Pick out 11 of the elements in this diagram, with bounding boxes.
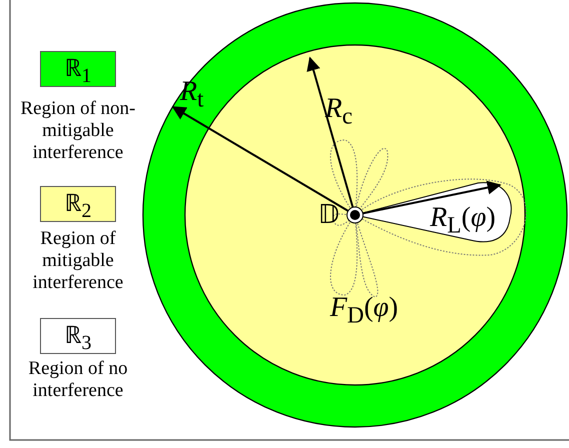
node-label: 𝔻: [318, 202, 339, 228]
radius-label: R$_{c}$: [325, 95, 352, 129]
pattern-label: F$_{D}$(φ): [330, 294, 398, 328]
legend-text: Region of no interference: [27, 358, 129, 402]
legend-text: Region of mitigable interference: [32, 228, 124, 294]
legend-text: Region of non-mitigable interference: [19, 98, 137, 164]
radius-label: R$_{t}$: [180, 78, 204, 112]
legend-swatch: ℝ$_{2}$: [40, 186, 116, 222]
legend-swatch: ℝ$_{1}$: [40, 51, 116, 87]
radius-label: R$_{L}$(φ): [430, 204, 496, 238]
legend-swatch: ℝ$_{3}$: [40, 318, 116, 354]
